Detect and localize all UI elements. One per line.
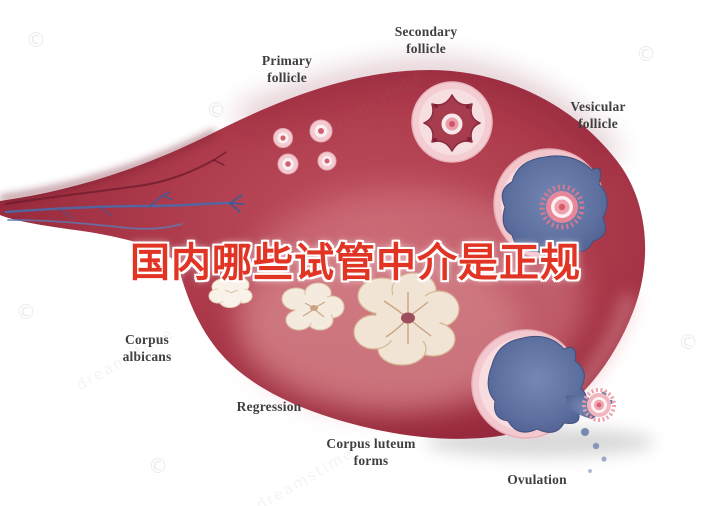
primary-follicle-graphic [273,119,337,175]
vesicular-follicle-graphic [493,148,608,260]
corpus-albicans-graphic [208,277,253,308]
released-egg-graphic [581,388,616,473]
corpus-luteum-graphic [353,272,460,366]
chinese-overlay-text: 国内哪些试管中介是正规 [130,240,581,286]
blood-vessels [4,151,245,230]
label-vesicular-follicle: Vesicular follicle [570,99,626,132]
label-ovulation: Ovulation [507,472,567,487]
secondary-follicle-graphic [411,81,493,163]
label-primary-follicle: Primary follicle [261,53,313,86]
ovulation-graphic [471,329,613,439]
label-regression: Regression [236,399,302,414]
label-corpus-luteum: Corpus luteum forms [326,436,416,469]
label-secondary-follicle: Secondary follicle [394,24,458,57]
label-corpus-albicans: Corpus albicans [122,332,172,365]
regression-graphic [281,282,345,331]
